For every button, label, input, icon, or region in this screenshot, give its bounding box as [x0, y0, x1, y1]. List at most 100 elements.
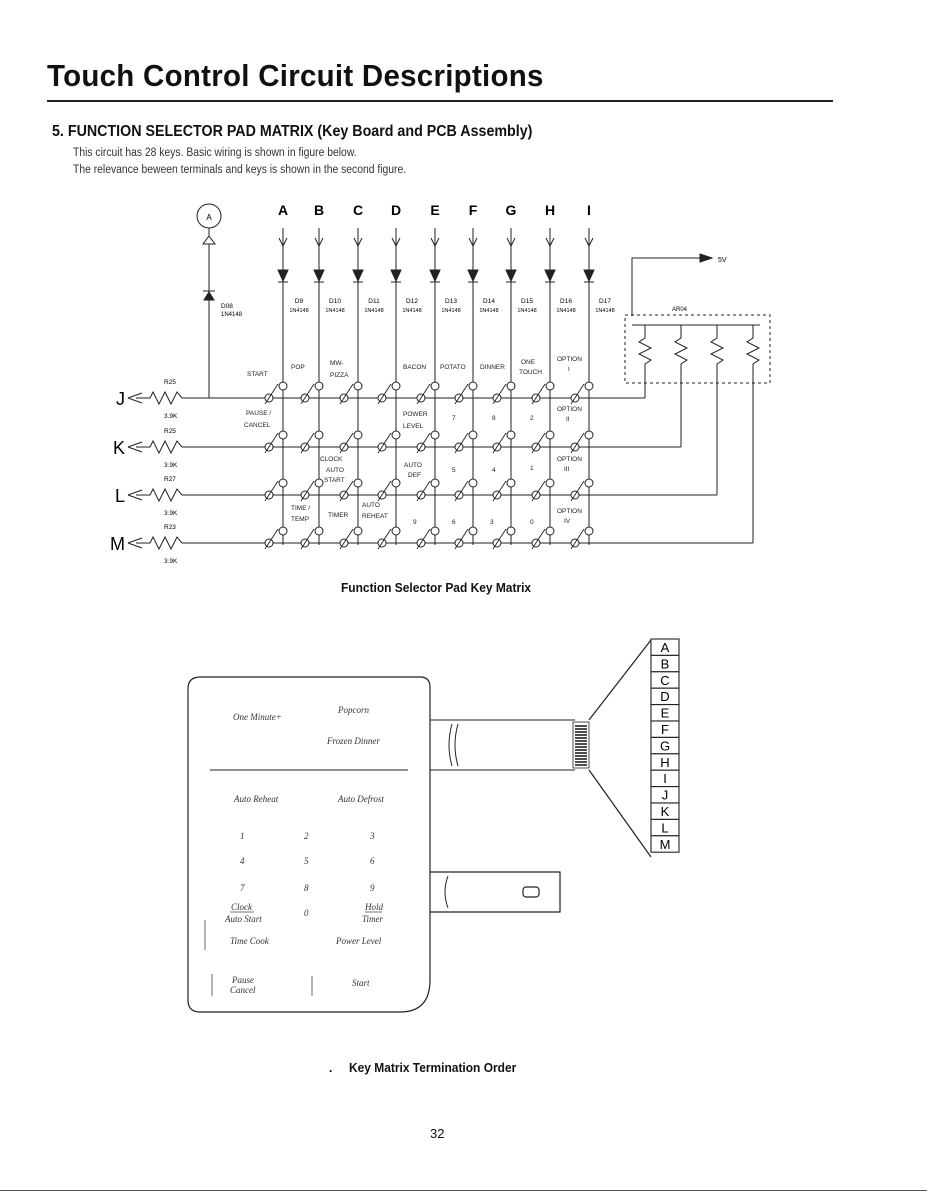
bottom-rule	[0, 1190, 927, 1191]
key-cancel: Cancel	[230, 985, 256, 995]
key-1: 1	[240, 831, 245, 841]
terminal-label-b: B	[661, 656, 670, 671]
key-label-one: ONE	[521, 359, 536, 366]
column-label-h: H	[545, 202, 555, 218]
section-heading: 5. FUNCTION SELECTOR PAD MATRIX (Key Boa…	[52, 123, 533, 140]
key-2: 2	[304, 831, 309, 841]
diode-e	[429, 269, 441, 283]
row-resistor-value: 3.9K	[164, 413, 178, 420]
key-label-level: LEVEL	[403, 423, 424, 430]
key-auto-start: Auto Start	[224, 914, 262, 924]
column-label-c: C	[353, 202, 363, 218]
diode-label: D10	[329, 298, 341, 305]
key-label-0: 0	[530, 519, 534, 526]
terminal-label-i: I	[663, 771, 667, 786]
diode-g	[505, 269, 517, 283]
key-5: 5	[304, 856, 309, 866]
key-label-auto-def: AUTO	[404, 462, 422, 469]
key-clock: Clock	[231, 902, 253, 912]
column-label-g: G	[506, 202, 517, 218]
terminal-label-e: E	[661, 706, 670, 721]
diode-label: D13	[445, 298, 457, 305]
diode-b	[313, 269, 325, 283]
node-a-label: A	[206, 213, 212, 222]
diode-label: D15	[521, 298, 533, 305]
key-label-timer: TIMER	[328, 512, 349, 519]
key-label-time: TIME /	[291, 505, 310, 512]
diode-h	[544, 269, 556, 283]
key-6: 6	[370, 856, 375, 866]
diode-part: 1N4148	[364, 308, 383, 314]
key-auto-defrost: Auto Defrost	[337, 794, 384, 804]
key-pause: Pause	[231, 975, 254, 985]
diode-part: 1N4148	[595, 308, 614, 314]
key-label-8: 8	[492, 415, 496, 422]
key-label-reheat: REHEAT	[362, 513, 388, 520]
page-number: 32	[430, 1126, 445, 1141]
row-resistor-name: R25	[164, 428, 176, 435]
key-timer: Timer	[362, 914, 384, 924]
row-resistor	[136, 439, 200, 455]
key-label-auto: AUTO	[326, 467, 344, 474]
key-label-pizza: PIZZA	[330, 372, 349, 379]
terminal-label-f: F	[661, 722, 669, 737]
page-title: Touch Control Circuit Descriptions	[47, 58, 544, 93]
key-label-bacon: BACON	[403, 364, 426, 371]
key-label-option-2: OPTION	[557, 406, 582, 413]
key-label-7: 7	[452, 415, 456, 422]
terminal-label-l: L	[661, 820, 668, 835]
terminal-label-m: M	[660, 837, 671, 852]
description-line-2: The relevance beween terminals and keys …	[73, 164, 407, 176]
key-label-2: 2	[530, 415, 534, 422]
diode-part: 1N4148	[479, 308, 498, 314]
key-label-start-2: START	[324, 477, 345, 484]
key-label-option-1: OPTION	[557, 356, 582, 363]
key-label-power: POWER	[403, 411, 428, 418]
key-label-5: 5	[452, 467, 456, 474]
row-label-m: M	[110, 534, 125, 554]
key-label-auto-reheat: AUTO	[362, 502, 380, 509]
terminal-label-h: H	[660, 755, 669, 770]
key-label-clock: CLOCK	[320, 456, 343, 463]
key-label-option-4: OPTION	[557, 508, 582, 515]
key-7: 7	[240, 883, 245, 893]
diode-label: D11	[368, 298, 380, 305]
key-auto-reheat: Auto Reheat	[233, 794, 279, 804]
diode-part: 1N4148	[517, 308, 536, 314]
matrix-caption: Function Selector Pad Key Matrix	[341, 580, 532, 595]
title-divider	[47, 100, 833, 102]
key-hold: Hold	[364, 902, 384, 912]
key-4: 4	[240, 856, 245, 866]
key-label-3: 3	[490, 519, 494, 526]
key-label-1: 1	[530, 465, 534, 472]
key-0: 0	[304, 908, 309, 918]
row-resistor-name: R27	[164, 476, 176, 483]
diode-label: D12	[406, 298, 418, 305]
terminal-label-a: A	[661, 640, 670, 655]
description-line-1: This circuit has 28 keys. Basic wiring i…	[73, 147, 357, 159]
terminal-label-g: G	[660, 738, 670, 753]
row-label-k: K	[113, 438, 125, 458]
key-label-def: DEF	[408, 472, 421, 479]
key-label-opt-iii: III	[564, 466, 570, 473]
row-resistor-value: 3.9K	[164, 558, 178, 565]
key-frozen-dinner: Frozen Dinner	[326, 736, 380, 746]
key-label-9: 9	[413, 519, 417, 526]
terminal-label-k: K	[661, 804, 670, 819]
diode-label: D9	[295, 298, 304, 305]
terminal-cell-m	[650, 835, 680, 853]
key-label-potato: POTATO	[440, 364, 466, 371]
diode-part: 1N4148	[556, 308, 575, 314]
key-8: 8	[304, 883, 309, 893]
row-resistor-value: 3.9K	[164, 462, 178, 469]
diode-label: D17	[599, 298, 611, 305]
keypad-caption-bullet: .	[329, 1060, 333, 1075]
diode-a	[277, 269, 289, 283]
row-label-j: J	[116, 389, 125, 409]
diode-c	[352, 269, 364, 283]
key-start: Start	[352, 978, 370, 988]
row-resistor-name: R23	[164, 524, 176, 531]
column-label-e: E	[430, 202, 439, 218]
column-label-a: A	[278, 202, 288, 218]
key-label-option-3: OPTION	[557, 456, 582, 463]
